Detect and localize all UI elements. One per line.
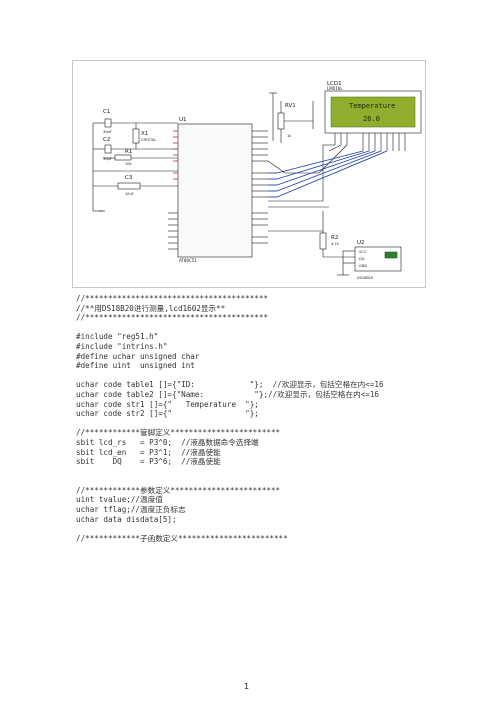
code-line: #define uint unsigned int [76,361,195,371]
c2-ref: C2 [103,137,110,143]
code-line: //************子函数定义*********************… [76,533,288,543]
mcu-ref: U1 [179,117,187,123]
sensor-pin-vcc: VCC [359,250,367,254]
sensor-pin-gnd: GND [359,264,367,268]
code-line: uint tvalue;//温度值 [76,495,163,505]
lcd-ref: LCD1 [327,81,342,87]
pot-ref: RV1 [285,103,296,109]
code-line: #define uchar unsigned char [76,351,200,361]
code-line: sbit lcd_en = P3^1; //液晶使能 [76,447,221,457]
code-line: uchar tflag;//温度正负标志 [76,505,186,515]
code-line: //************管脚定义**********************… [76,428,281,438]
source-code-listing: //**************************************… [76,294,476,543]
r1-ref: R1 [125,149,132,155]
sensor-pin-dq: DQ [359,257,365,261]
c3-value: 10uF [125,192,134,196]
page-footer: 1 [0,682,496,691]
sensor-ref: U2 [357,240,365,246]
c1-value: 30pF [103,130,112,134]
c3-ref: C3 [125,175,133,181]
code-line [76,524,476,534]
code-line: sbit DQ = P3^6; //液晶使能 [76,457,221,467]
code-line [76,419,476,429]
c2-value: 30pF [103,157,112,161]
code-line: uchar code table2 []={"Name: "};//欢迎显示，包… [76,389,379,399]
r2-value: 4.7k [331,242,340,246]
code-line: uchar data disdata[5]; [76,514,177,524]
lcd-model: LM016L [327,86,343,91]
code-line: uchar code str2 []={" "}; [76,409,259,419]
code-line [76,323,476,333]
lcd-line1: Temperature [349,102,395,110]
lcd-screen [330,96,416,128]
crystal-ref: X1 [141,131,148,137]
r1-value: 10k [125,162,132,166]
code-line [76,467,476,477]
code-line: //************参数定义**********************… [76,485,281,495]
code-line: #include "reg51.h" [76,332,159,342]
code-line [76,371,476,381]
code-line: sbit lcd_rs = P3^0; //液晶数据命令选择端 [76,437,259,447]
code-line: uchar code str1 []={" Temperature "}; [76,399,259,409]
code-line [76,476,476,486]
code-line: #include "intrins.h" [76,341,168,351]
code-line: //**************************************… [76,313,269,323]
sensor-model: DS18B20 [357,276,373,280]
code-line: uchar code table1 []={"ID: "}; //欢迎显示，包括… [76,380,384,390]
c1-ref: C1 [103,109,110,115]
mcu-model: AT89C51 [179,258,197,263]
page-number: 1 [243,682,250,691]
r2-ref: R2 [331,235,338,241]
crystal-value: CRYSTAL [141,138,156,142]
pot-value: 1k [287,134,292,138]
code-line: //**用DS18B20进行测量,lcd1602显示** [76,303,226,313]
circuit-schematic: Temperature 26.0 LCD1 LM016L U1 AT89C51 … [72,60,426,288]
lcd-line2: 26.0 [363,115,380,123]
code-line: //**************************************… [76,294,269,303]
